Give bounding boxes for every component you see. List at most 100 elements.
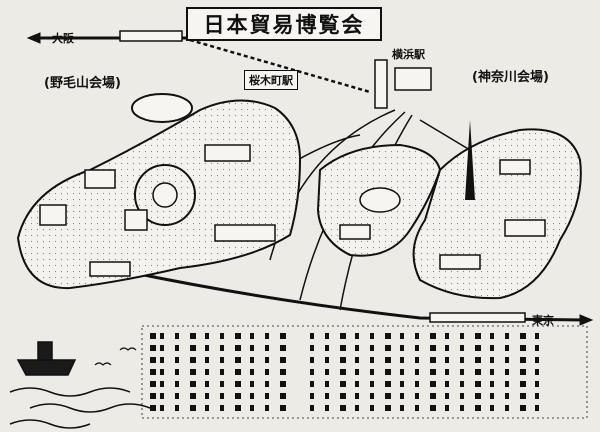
legend-mark xyxy=(445,357,449,363)
legend-mark xyxy=(250,333,254,339)
legend-mark xyxy=(280,405,286,411)
legend-mark xyxy=(475,345,481,351)
legend-mark xyxy=(340,393,346,399)
legend-mark xyxy=(250,393,254,399)
legend-mark xyxy=(370,357,374,363)
legend-mark xyxy=(415,381,419,387)
legend-mark xyxy=(265,369,269,375)
legend-mark xyxy=(190,393,196,399)
legend-mark xyxy=(400,345,404,351)
pavilion-icon xyxy=(89,261,131,277)
legend-mark xyxy=(340,405,346,411)
legend-mark xyxy=(460,357,464,363)
legend-mark xyxy=(150,357,156,363)
pavilion-icon xyxy=(499,159,531,175)
legend-mark xyxy=(160,381,164,387)
pavilion-icon xyxy=(204,144,251,162)
kanagawa-venue-name: 神奈川会場 xyxy=(477,70,543,85)
legend-mark xyxy=(355,369,359,375)
pavilion-icon xyxy=(339,224,371,240)
legend-mark xyxy=(415,333,419,339)
legend-mark xyxy=(415,405,419,411)
legend-mark xyxy=(160,345,164,351)
legend-mark xyxy=(190,405,196,411)
legend-mark xyxy=(400,357,404,363)
legend-mark xyxy=(355,381,359,387)
legend-mark xyxy=(205,333,209,339)
legend-mark xyxy=(265,357,269,363)
legend-mark xyxy=(385,405,391,411)
legend-mark xyxy=(250,357,254,363)
legend-mark xyxy=(340,345,346,351)
legend-mark xyxy=(280,381,286,387)
legend-block xyxy=(141,325,588,419)
legend-mark xyxy=(265,345,269,351)
legend-mark xyxy=(430,345,436,351)
legend-mark xyxy=(520,405,526,411)
train-icon xyxy=(429,312,526,323)
legend-mark xyxy=(310,357,314,363)
legend-mark xyxy=(445,345,449,351)
legend-mark xyxy=(385,393,391,399)
legend-mark xyxy=(400,393,404,399)
legend-mark xyxy=(175,405,179,411)
legend-mark xyxy=(535,369,539,375)
legend-mark xyxy=(445,381,449,387)
tokyo-arrow-icon xyxy=(579,314,594,326)
legend-mark xyxy=(190,369,196,375)
legend-mark xyxy=(475,393,481,399)
railway-osaka xyxy=(26,30,371,94)
legend-mark xyxy=(235,381,241,387)
legend-mark xyxy=(505,345,509,351)
legend-mark xyxy=(220,405,224,411)
legend-mark xyxy=(460,369,464,375)
legend-mark xyxy=(430,369,436,375)
legend-mark xyxy=(385,345,391,351)
sakuragicho-station-label: 桜木町駅 xyxy=(244,70,298,90)
legend-mark xyxy=(160,405,164,411)
railway-tokyo xyxy=(109,266,594,326)
legend-mark xyxy=(250,369,254,375)
legend-mark xyxy=(445,405,449,411)
legend-mark xyxy=(310,405,314,411)
legend-mark xyxy=(235,369,241,375)
legend-mark xyxy=(340,381,346,387)
legend-mark xyxy=(220,333,224,339)
legend-mark xyxy=(505,333,509,339)
legend-mark xyxy=(250,381,254,387)
stadium-icon xyxy=(131,93,193,123)
legend-mark xyxy=(415,357,419,363)
legend-mark xyxy=(505,357,509,363)
pavilion-icon xyxy=(39,204,67,226)
legend-mark xyxy=(520,393,526,399)
legend-mark xyxy=(400,405,404,411)
legend-mark xyxy=(400,381,404,387)
legend-mark xyxy=(475,333,481,339)
pavilion-icon xyxy=(124,209,148,231)
legend-mark xyxy=(490,405,494,411)
legend-mark xyxy=(175,345,179,351)
legend-mark xyxy=(205,405,209,411)
legend-mark xyxy=(190,333,196,339)
legend-mark xyxy=(415,393,419,399)
legend-mark xyxy=(475,381,481,387)
legend-mark xyxy=(150,345,156,351)
legend-mark xyxy=(430,393,436,399)
legend-mark xyxy=(150,381,156,387)
tower-icon xyxy=(465,120,475,200)
legend-mark xyxy=(535,405,539,411)
legend-mark xyxy=(415,345,419,351)
legend-mark xyxy=(280,333,286,339)
tokyo-direction-label: 東京 xyxy=(532,314,554,327)
legend-mark xyxy=(535,393,539,399)
legend-mark xyxy=(445,369,449,375)
legend-mark xyxy=(325,333,329,339)
legend-mark xyxy=(490,333,494,339)
legend-mark xyxy=(370,345,374,351)
legend-mark xyxy=(310,345,314,351)
legend-mark xyxy=(280,345,286,351)
pavilion-icon xyxy=(214,224,276,242)
legend-mark xyxy=(265,405,269,411)
legend-mark xyxy=(460,405,464,411)
